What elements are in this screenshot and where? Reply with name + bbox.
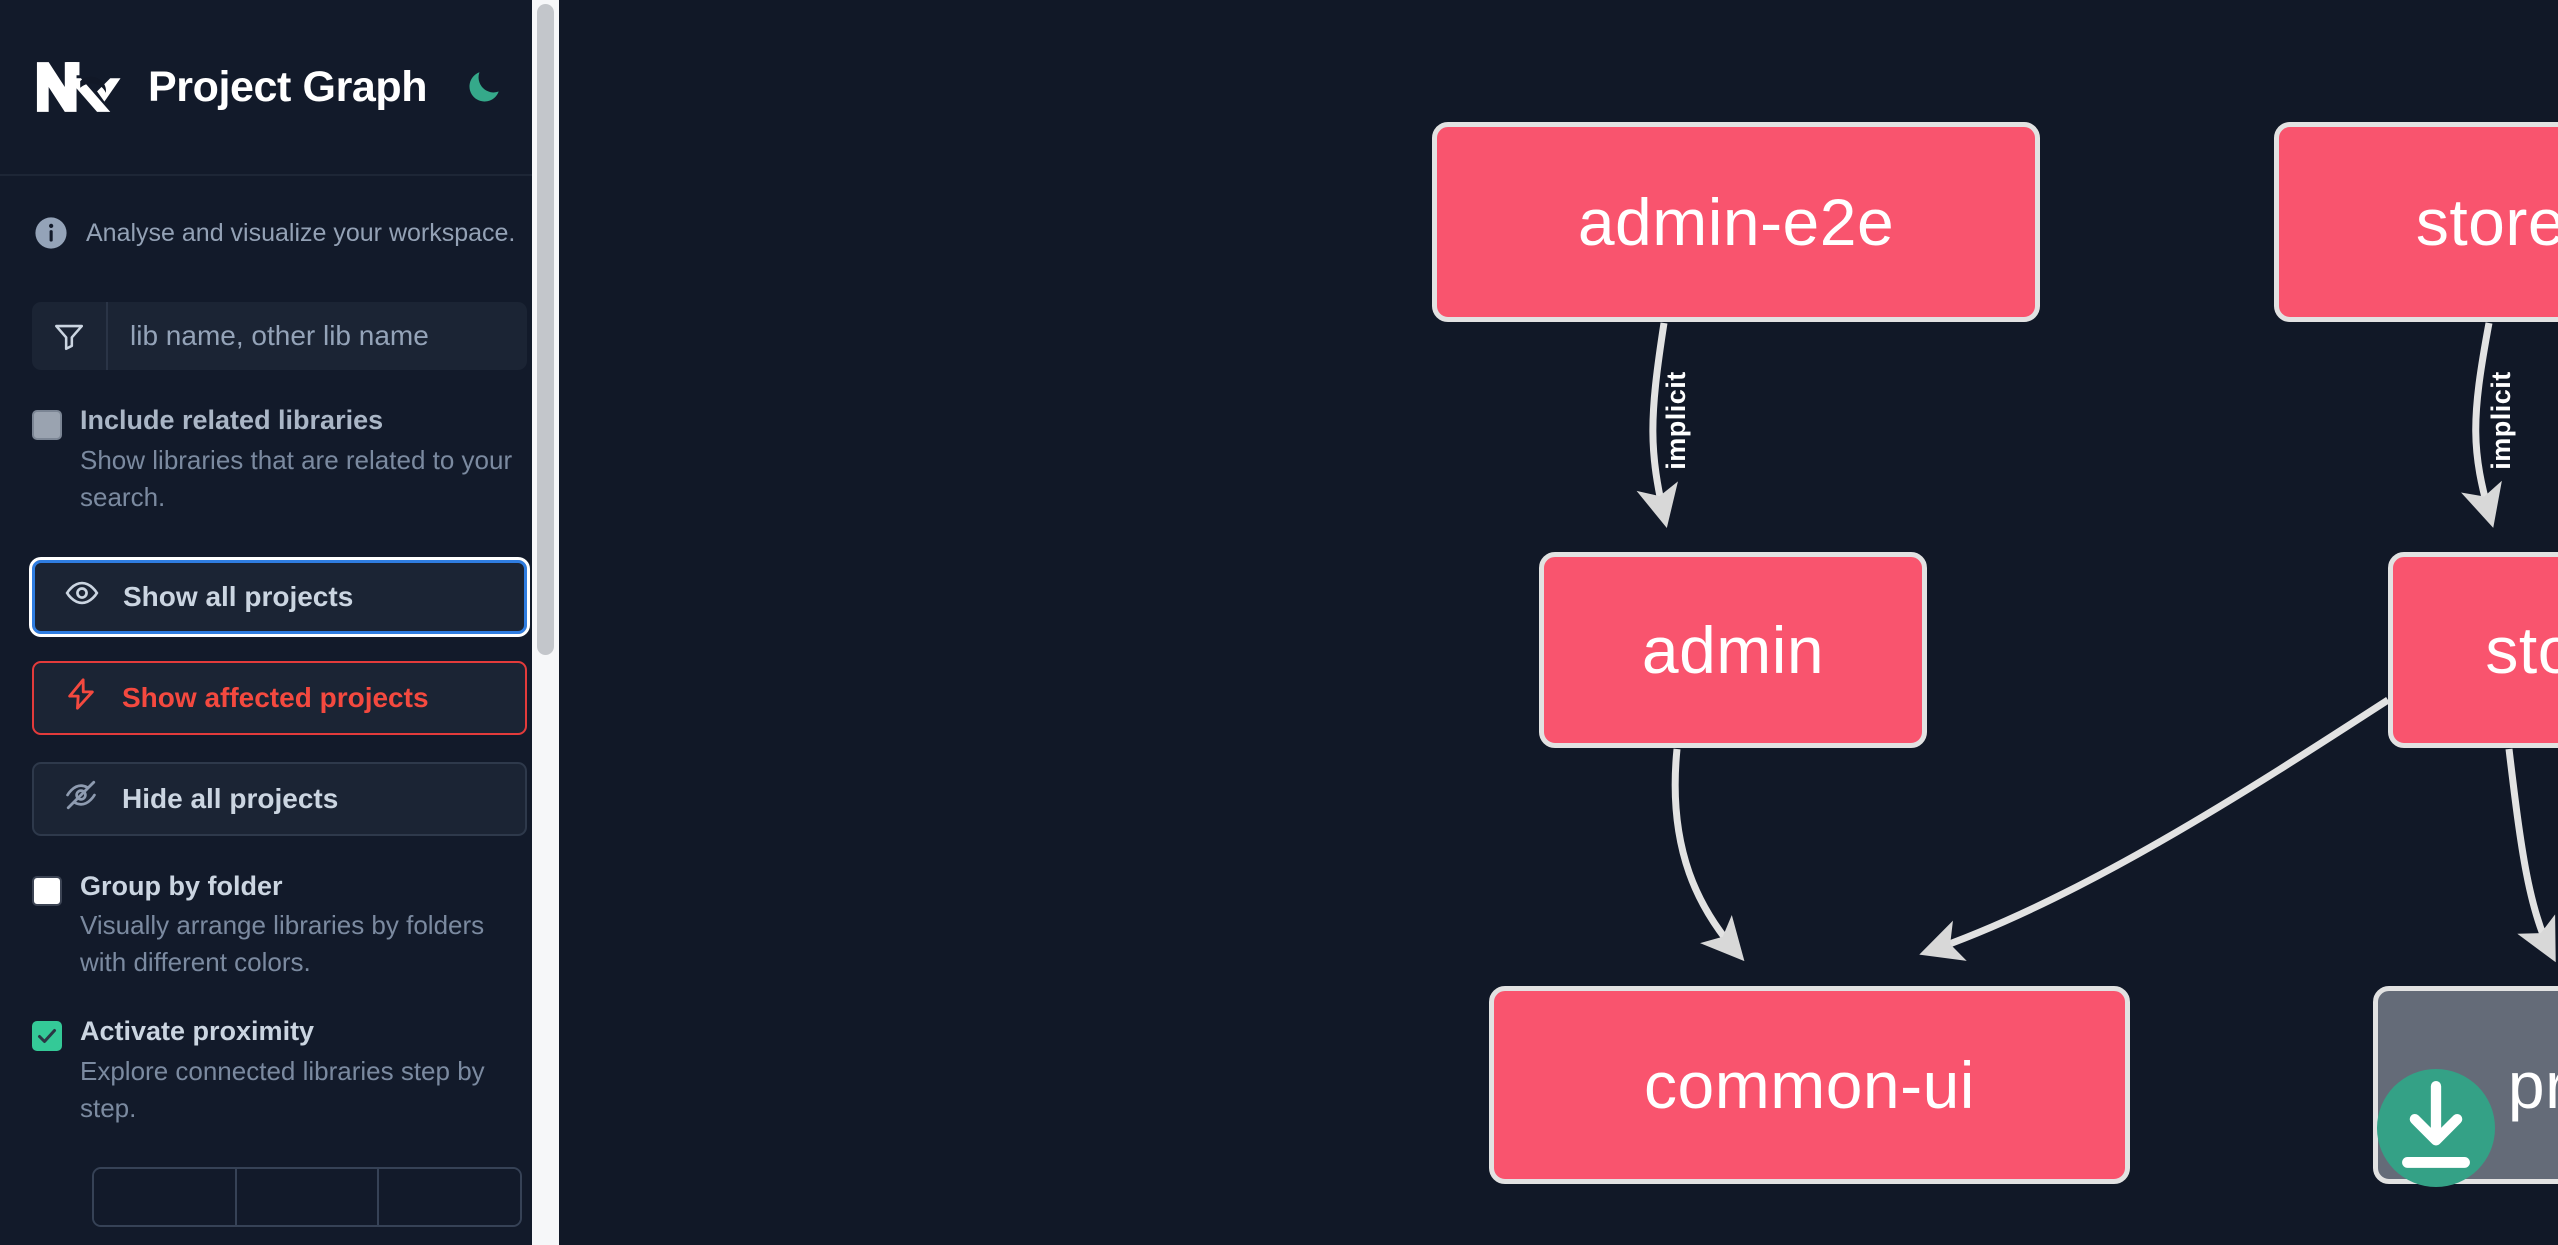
eye-icon xyxy=(65,576,99,617)
hide-all-projects-label: Hide all projects xyxy=(122,782,339,814)
group-by-folder-label: Group by folder xyxy=(80,870,283,901)
nx-logo-icon xyxy=(34,56,122,118)
show-all-projects-label: Show all projects xyxy=(123,580,354,612)
group-by-folder-checkbox[interactable] xyxy=(32,875,62,906)
checkmark-icon xyxy=(38,1029,56,1044)
sidebar-header: Project Graph xyxy=(0,0,559,176)
graph-node-admin-e2e[interactable]: admin-e2e xyxy=(1432,122,2040,322)
segment-3[interactable] xyxy=(379,1168,520,1225)
activate-proximity-description: Explore connected libraries step by step… xyxy=(80,1055,485,1123)
info-icon xyxy=(34,216,68,250)
sidebar-scrollbar-track[interactable] xyxy=(532,0,559,1245)
sidebar-body: Analyse and visualize your workspace. In… xyxy=(0,176,559,1227)
lightning-icon xyxy=(64,677,98,718)
graph-node-store-e2e[interactable]: store-e2e xyxy=(2274,122,2558,322)
segment-1[interactable] xyxy=(94,1168,237,1225)
checkbox-row-group-by-folder[interactable]: Group by folder Visually arrange librari… xyxy=(32,870,527,982)
download-button[interactable] xyxy=(2377,1069,2495,1187)
graph-node-common-ui[interactable]: common-ui xyxy=(1489,986,2130,1184)
hide-all-projects-button[interactable]: Hide all projects xyxy=(32,761,527,836)
show-affected-projects-button[interactable]: Show affected projects xyxy=(32,660,527,735)
group-by-folder-description: Visually arrange libraries by folders wi… xyxy=(80,910,485,978)
edge-admin-e2e-to-admin xyxy=(1636,322,1678,528)
filter-field[interactable] xyxy=(32,302,527,370)
include-related-libraries-label: Include related libraries xyxy=(80,405,384,435)
activate-proximity-label: Activate proximity xyxy=(80,1016,315,1047)
moon-icon[interactable] xyxy=(461,64,507,110)
checkbox-row-activate-proximity[interactable]: Activate proximity Explore connected lib… xyxy=(32,1015,527,1127)
proximity-step-segmented-control[interactable] xyxy=(92,1166,522,1227)
sidebar: Project Graph Analyse and visualize your… xyxy=(0,0,559,1245)
edge-store-to-products xyxy=(2505,748,2556,963)
segment-2[interactable] xyxy=(236,1168,380,1225)
analyse-hint: Analyse and visualize your workspace. xyxy=(32,176,527,276)
sidebar-scrollbar-thumb[interactable] xyxy=(537,4,554,655)
activate-proximity-checkbox[interactable] xyxy=(32,1021,62,1052)
checkbox-row-include-related-libraries[interactable]: Include related libraries Show libraries… xyxy=(32,404,527,516)
graph-node-admin[interactable]: admin xyxy=(1539,552,1927,748)
include-related-libraries-description: Show libraries that are related to your … xyxy=(80,444,513,512)
graph-edges xyxy=(1636,322,2556,963)
include-related-libraries-checkbox[interactable] xyxy=(32,410,62,440)
eye-off-icon xyxy=(64,778,98,819)
show-all-projects-button[interactable]: Show all projects xyxy=(29,556,530,637)
edge-admin-to-common-ui xyxy=(1671,748,1745,962)
show-affected-projects-label: Show affected projects xyxy=(122,681,429,713)
edge-store-e2e-to-store xyxy=(2461,322,2502,528)
page-title: Project Graph xyxy=(148,62,428,111)
analyse-text: Analyse and visualize your workspace. xyxy=(86,218,516,247)
edge-store-to-common-ui xyxy=(1919,697,2390,961)
graph-canvas[interactable]: implicit implicit admin-e2e store-e2e ad… xyxy=(559,0,2558,1245)
projects-button-group: Show all projects Show affected projects xyxy=(29,556,530,836)
graph-node-store[interactable]: store xyxy=(2388,552,2558,748)
funnel-icon xyxy=(32,302,108,370)
search-input[interactable] xyxy=(108,302,527,370)
